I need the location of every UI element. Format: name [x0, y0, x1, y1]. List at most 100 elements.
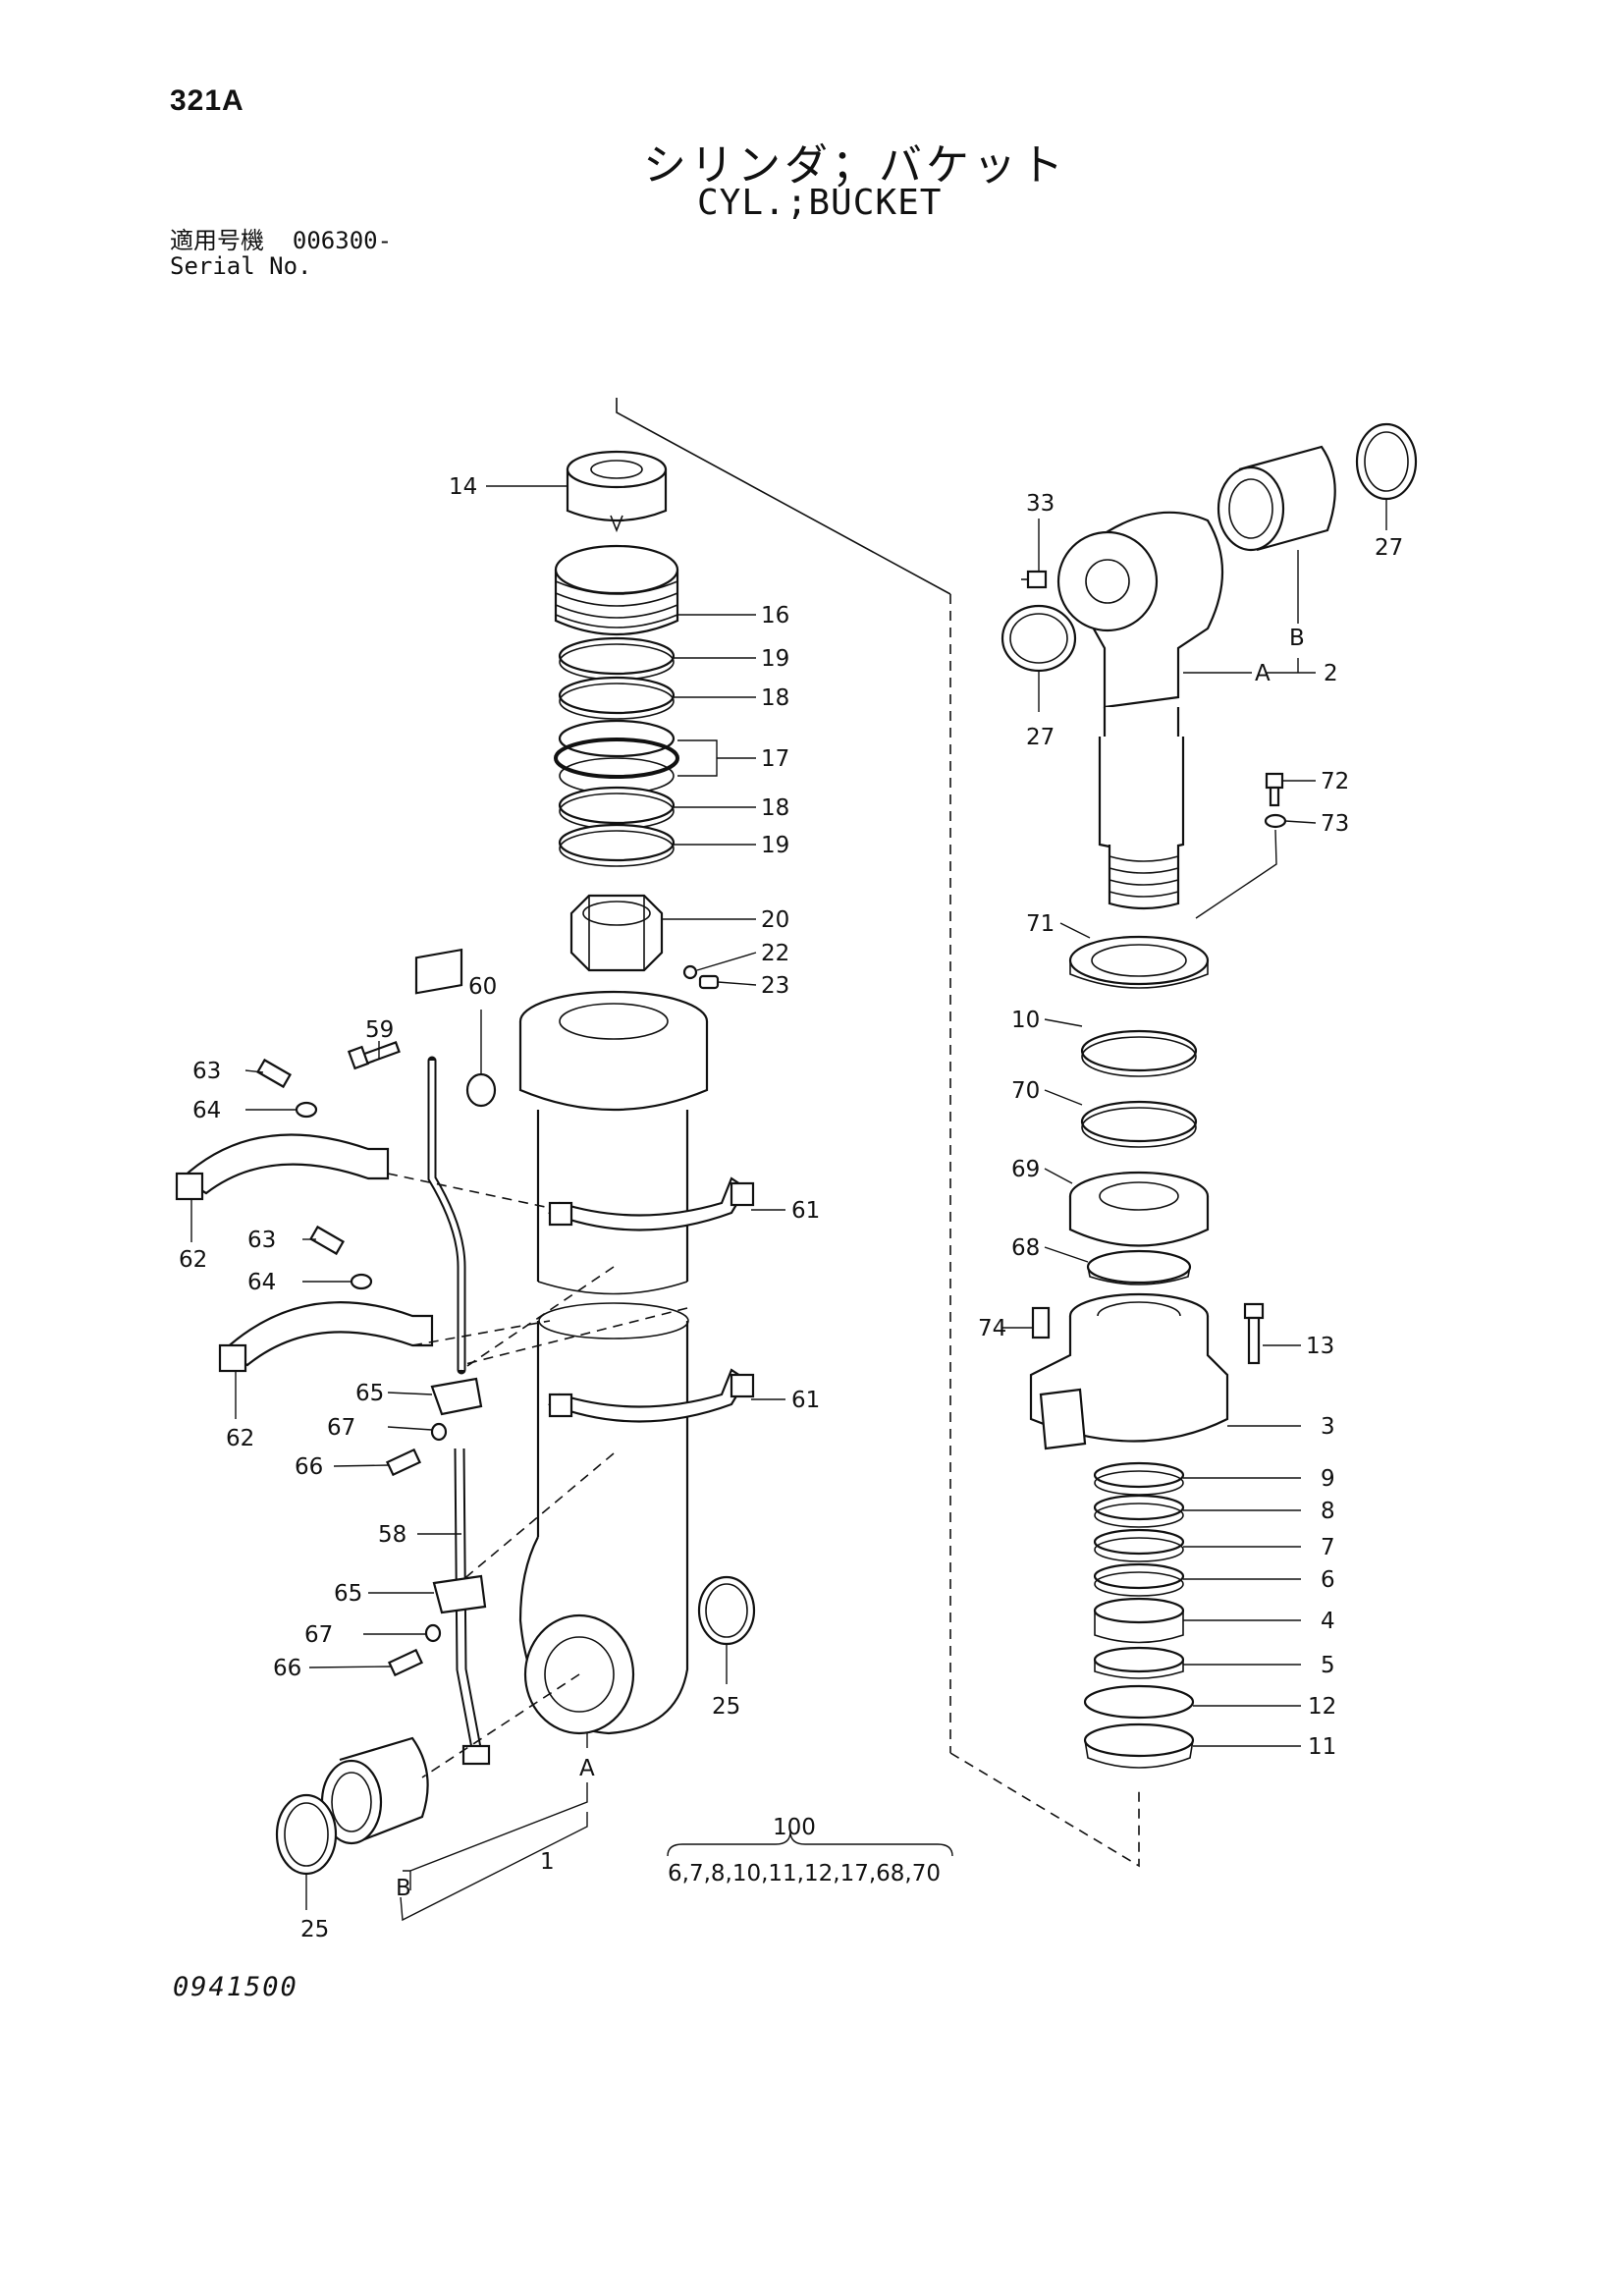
serial-label-en: Serial No.: [170, 252, 312, 280]
callout-74: 74: [978, 1316, 1006, 1341]
part-70-ring: [1080, 1100, 1198, 1148]
part-71-plate: [1068, 935, 1210, 989]
callout-64-upper: 64: [192, 1098, 221, 1123]
part-14-dust-seal: [566, 450, 668, 533]
part-62-clamp-lower: [218, 1301, 434, 1373]
callout-5: 5: [1321, 1653, 1335, 1678]
callout-71: 71: [1026, 911, 1055, 937]
callout-25-left: 25: [300, 1917, 329, 1942]
callout-9: 9: [1321, 1466, 1335, 1492]
callout-66-lower: 66: [273, 1656, 301, 1681]
part-rod-bushing: [1217, 445, 1336, 552]
callout-59: 59: [365, 1017, 394, 1043]
part-2-piston-rod: [1056, 511, 1223, 910]
part-68-seal: [1086, 1249, 1192, 1285]
callout-8: 8: [1321, 1499, 1335, 1524]
callout-27-left: 27: [1026, 725, 1055, 750]
leader-lines: [190, 485, 1387, 1922]
callout-11: 11: [1308, 1734, 1336, 1760]
part-73-washer: [1264, 813, 1287, 829]
part-16-piston: [554, 544, 679, 636]
piston-ring-stack: [554, 636, 679, 867]
bolt-73-to-71-line: [1195, 829, 1277, 919]
part-74-plug: [1031, 1306, 1051, 1339]
callout-3: 3: [1321, 1414, 1335, 1440]
callout-100: 100: [773, 1815, 816, 1840]
part-27-seal-rod-left: [1001, 604, 1077, 673]
ref-a-rod: A: [1255, 661, 1271, 686]
part-58-pipe: [427, 1056, 491, 1766]
callout-62-upper: 62: [179, 1247, 207, 1273]
callout-65-lower: 65: [334, 1581, 362, 1607]
part-20-nut: [569, 894, 664, 972]
callout-33: 33: [1026, 491, 1055, 517]
callout-63-upper: 63: [192, 1059, 221, 1084]
callout-69: 69: [1011, 1157, 1040, 1182]
title-japanese: シリンダ；バケット: [643, 140, 1067, 191]
serial-label-jp: 適用号機: [170, 227, 264, 254]
callout-67-lower: 67: [304, 1622, 333, 1648]
part-64-washer-upper: [295, 1101, 318, 1119]
part-1-cylinder-tube: [518, 990, 709, 1735]
callout-18-upper: 18: [761, 685, 789, 711]
part-3-rod-cover: [1029, 1292, 1229, 1450]
callout-62-lower: 62: [226, 1426, 254, 1451]
part-bushing-tube: [320, 1736, 429, 1845]
part-61-clamp-lower: [548, 1368, 755, 1423]
callout-20: 20: [761, 907, 789, 933]
part-59-bolt: [347, 1041, 401, 1070]
callout-70: 70: [1011, 1078, 1040, 1104]
callout-58: 58: [378, 1522, 406, 1548]
callout-1: 1: [540, 1849, 555, 1875]
page-number: 321A: [170, 84, 244, 117]
callout-27-right: 27: [1375, 535, 1403, 561]
part-64-washer-lower: [350, 1273, 373, 1290]
part-65-clamp-block-lower: [432, 1574, 487, 1614]
callout-16: 16: [761, 603, 789, 629]
part-22-steel-ball: [682, 964, 698, 980]
part-65-clamp-block-upper: [430, 1377, 483, 1416]
callout-22: 22: [761, 941, 789, 966]
part-62-clamp-upper: [175, 1133, 390, 1201]
callout-18-lower: 18: [761, 795, 789, 821]
drawing-number: 0941500: [173, 1972, 298, 2002]
part-25-seal-tube-right: [697, 1575, 756, 1646]
title-english: CYL.;BUCKET: [697, 183, 943, 223]
part-67-o-ring-lower: [424, 1623, 442, 1643]
callout-13: 13: [1306, 1334, 1334, 1359]
callout-63-lower: 63: [247, 1228, 276, 1253]
callout-61-lower: 61: [791, 1388, 820, 1413]
callout-14: 14: [449, 474, 477, 500]
assembly-frame: [616, 398, 1140, 1868]
part-63-bolt-upper: [256, 1058, 292, 1089]
callout-64-lower: 64: [247, 1270, 276, 1295]
part-60-o-ring: [465, 1072, 497, 1108]
ref-a-tube: A: [579, 1756, 595, 1781]
callout-10: 10: [1011, 1008, 1040, 1033]
kit-part-list: 6,7,8,10,11,12,17,68,70: [668, 1861, 941, 1886]
serial-value: 006300-: [292, 227, 393, 254]
serial-info: 適用号機 006300- Serial No.: [170, 228, 392, 279]
part-23-set-screw: [698, 974, 720, 990]
callout-67-upper: 67: [327, 1415, 355, 1441]
callout-4: 4: [1321, 1609, 1335, 1634]
callout-17: 17: [761, 746, 789, 772]
ref-b-rod: B: [1289, 626, 1305, 651]
callout-61-upper: 61: [791, 1198, 820, 1224]
part-69-bushing: [1068, 1171, 1210, 1247]
part-27-seal-rod-right: [1355, 422, 1418, 501]
fitting-block-upper: [414, 948, 463, 995]
callout-6: 6: [1321, 1567, 1335, 1593]
callout-65-upper: 65: [355, 1381, 384, 1406]
callout-19-upper: 19: [761, 646, 789, 672]
callout-12: 12: [1308, 1694, 1336, 1720]
callout-73: 73: [1321, 811, 1349, 837]
part-10-ring: [1080, 1029, 1198, 1077]
callout-7: 7: [1321, 1535, 1335, 1560]
callout-19-lower: 19: [761, 833, 789, 858]
callout-60: 60: [468, 974, 497, 1000]
callout-66-upper: 66: [295, 1454, 323, 1480]
part-63-bolt-lower: [309, 1225, 345, 1256]
part-72-bolt: [1265, 772, 1284, 807]
